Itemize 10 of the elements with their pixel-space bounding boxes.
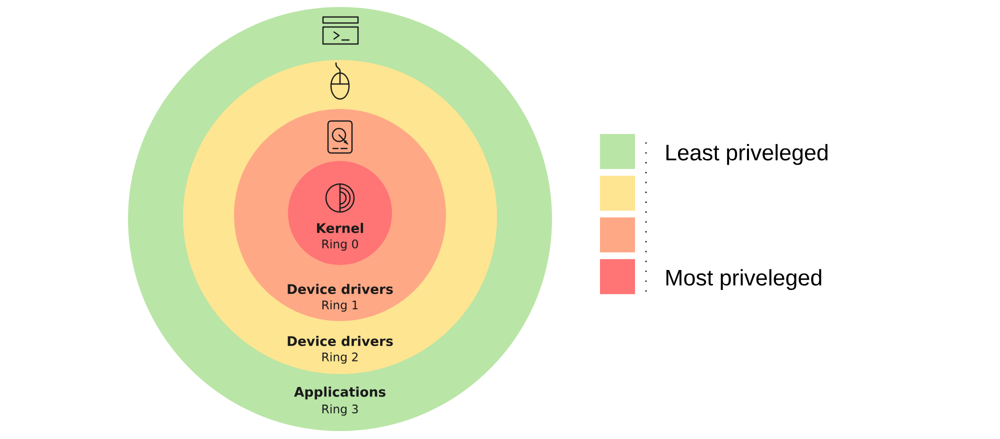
ring-caption: Ring 3: [322, 404, 358, 416]
ring-title: Applications: [294, 386, 386, 400]
ring-caption: Ring 0: [322, 239, 358, 251]
ring-title: Kernel: [317, 222, 364, 234]
ring-title: Device drivers: [288, 284, 393, 294]
ring-caption: Ring 1: [322, 300, 358, 312]
legend-label: Most priveleged: [666, 269, 822, 290]
ring-title: Device drivers: [288, 336, 393, 346]
legend-label: Least priveleged: [666, 144, 828, 165]
ring-caption: Ring 2: [322, 352, 358, 364]
